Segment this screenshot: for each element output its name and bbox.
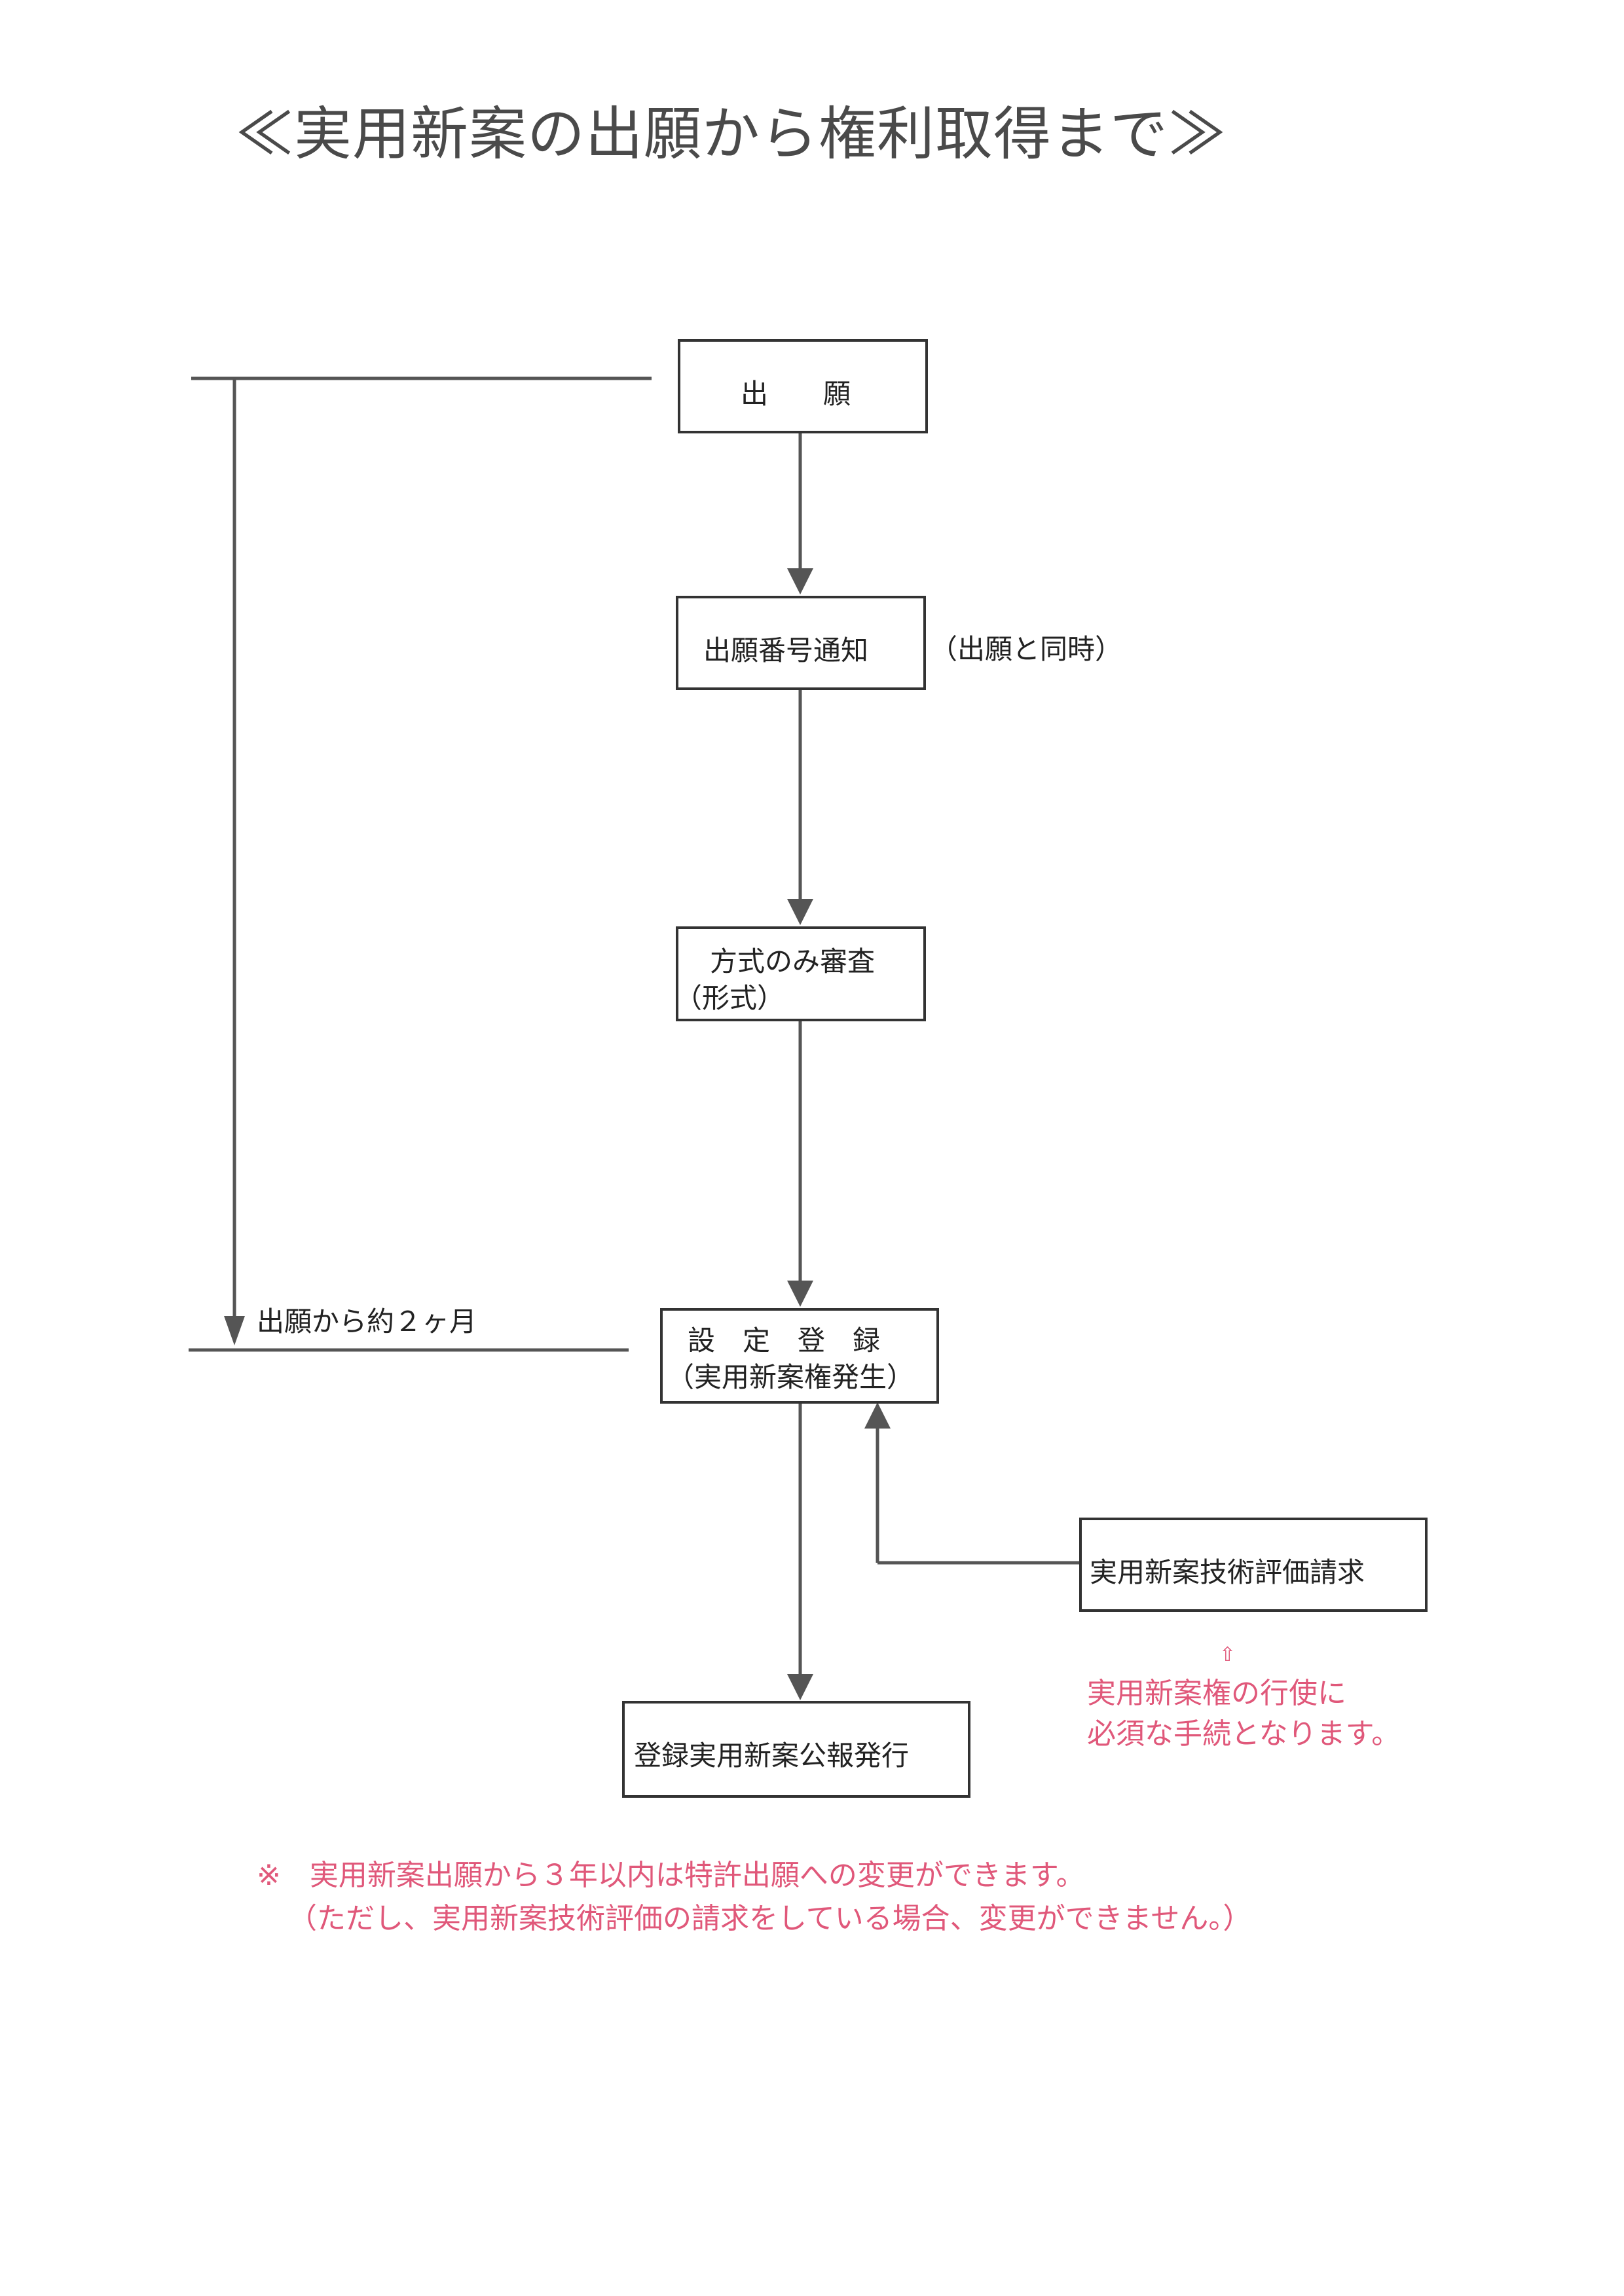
number-notice-note: （出願と同時） [930, 633, 1123, 665]
arrow-head-registration [787, 1281, 813, 1307]
formal-exam-label-line2: （形式） [674, 982, 785, 1014]
application-box: 出 願 [678, 339, 928, 433]
registration-label-line2: （実用新案権発生） [667, 1361, 915, 1393]
arrow-head-eval [864, 1402, 891, 1429]
application-label: 出 願 [741, 378, 851, 410]
number-notice-box: 出願番号通知 [676, 596, 926, 690]
arrow-head-exam [787, 899, 813, 925]
formal-exam-box: 方式のみ審査 （形式） [674, 926, 926, 1021]
arrow-head-notice [787, 568, 813, 594]
publication-label: 登録実用新案公報発行 [634, 1740, 910, 1772]
footnote-line2: （ただし、実用新案技術評価の請求をしている場合、変更ができません。） [288, 1902, 1252, 1935]
arrow-head-publication [787, 1674, 813, 1700]
timeline-arrow-head [224, 1316, 245, 1345]
registration-box: 設 定 登 録 （実用新案権発生） [660, 1308, 939, 1404]
eval-note-line1: 実用新案権の行使に [1087, 1677, 1346, 1710]
footnote-line1: ※ 実用新案出願から３年以内は特許出願への変更ができます。 [257, 1859, 1085, 1892]
eval-note-line2: 必須な手続となります。 [1087, 1717, 1401, 1751]
page-title: ≪実用新案の出願から権利取得まで≫ [236, 100, 1227, 168]
registration-label-line1: 設 定 登 録 [688, 1324, 881, 1357]
tech-eval-box: 実用新案技術評価請求 [1079, 1518, 1428, 1612]
up-arrow-mark-icon: ⇧ [1219, 1643, 1236, 1666]
publication-box: 登録実用新案公報発行 [622, 1701, 970, 1798]
tech-eval-label: 実用新案技術評価請求 [1090, 1556, 1365, 1588]
timeline-label: 出願から約２ヶ月 [257, 1305, 477, 1338]
number-notice-label: 出願番号通知 [703, 634, 869, 666]
formal-exam-label-line1: 方式のみ審査 [710, 945, 876, 977]
